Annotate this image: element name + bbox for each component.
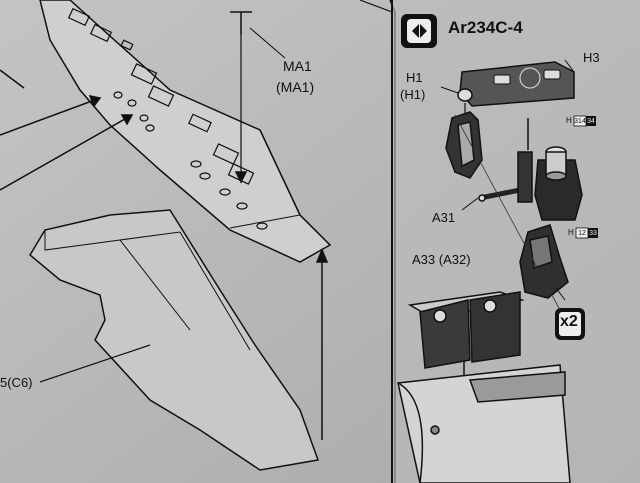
label-h3: H3: [583, 50, 600, 65]
variant-diamond-icon: [401, 14, 437, 48]
ma1-part: [230, 11, 286, 184]
fuselage-section: [397, 364, 571, 483]
upper-wing-panel: [39, 0, 332, 263]
label-c5: 5(C6): [0, 375, 33, 390]
label-a31: A31: [432, 210, 456, 225]
alignment-line: [454, 114, 561, 311]
multiplier-badge: [555, 308, 585, 340]
label-a33: A33 (A32): [412, 252, 471, 267]
part-ref-a-num1: 314: [574, 118, 586, 125]
c5-leader: [39, 344, 151, 383]
h3-panel-part: [459, 59, 575, 107]
pedal-pair-subview: [407, 291, 525, 400]
variant-title: Ar234C-4: [448, 18, 523, 37]
control-column-part: [517, 118, 583, 221]
label-ma1: MA1: [283, 58, 312, 74]
label-h1-alt: (H1): [400, 87, 426, 102]
label-h1: H1: [406, 70, 423, 85]
lower-wing-panel: [29, 209, 320, 471]
assembly-arrows: [0, 69, 329, 440]
part-ref-a: [573, 115, 596, 127]
part-ref-a-num2: 34: [587, 118, 595, 125]
part-ref-b-num1: 12: [578, 230, 586, 237]
part-ref-b-code: H: [568, 228, 574, 237]
part-ref-b-num2: 33: [589, 230, 597, 237]
part-ref-a-code: H: [566, 116, 572, 125]
multiplier-text: x2: [560, 313, 578, 330]
label-ma1-alt: (MA1): [276, 79, 315, 95]
part-ref-b: [575, 227, 598, 239]
a33-part: [519, 224, 569, 301]
